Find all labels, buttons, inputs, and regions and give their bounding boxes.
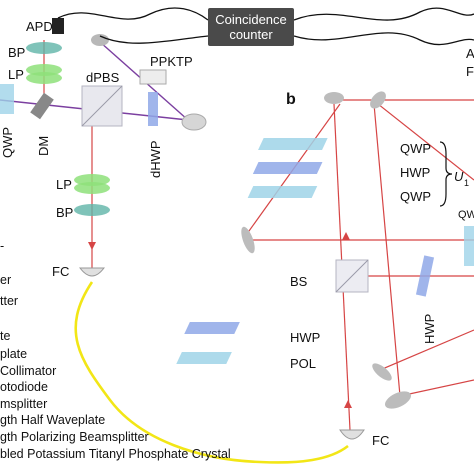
polarizer-plate	[176, 352, 232, 364]
fiber-coupler-left	[78, 267, 106, 277]
lp-top-label: LP	[8, 67, 24, 82]
beamsplitter-diagonal	[335, 259, 369, 293]
beam-arrow-b-2	[344, 400, 352, 408]
mirror-right	[181, 113, 207, 131]
coincidence-counter-box	[208, 8, 294, 46]
hwp-lower-label: HWP	[290, 330, 320, 345]
optical-fiber	[74, 281, 349, 464]
signal-wire-lower	[99, 35, 209, 44]
signal-wire-right-top	[293, 7, 474, 21]
pol-label: POL	[290, 356, 316, 371]
mirror-b-lower-2	[384, 391, 412, 409]
dm-label: DM	[36, 136, 51, 156]
legend-item-0: -	[0, 239, 4, 253]
beam-b-diag-right	[377, 103, 474, 181]
ppktp-label: PPKTP	[150, 54, 193, 69]
hwp1-label: HWP	[400, 165, 430, 180]
bp-bottom-label: BP	[56, 205, 73, 220]
legend-item-1: er	[0, 273, 11, 287]
qwp2-label: QWP	[400, 189, 431, 204]
qwp-left	[0, 84, 14, 114]
mirror-b-lower	[372, 363, 392, 381]
legend-item-4: plate	[0, 347, 27, 361]
fc-right-label: FC	[372, 433, 389, 448]
qwp-edge-label: QW	[458, 209, 474, 221]
fc-left-label: FC	[52, 264, 69, 279]
coincidence-counter-label: Coincidence	[215, 12, 287, 27]
longpass-filter-top-2	[26, 72, 62, 84]
dpbs-label: dPBS	[86, 70, 120, 85]
apd-detector	[52, 18, 64, 34]
legend-item-7: msplitter	[0, 397, 47, 411]
beam-arrow	[88, 242, 96, 250]
right-edge-a: A	[466, 46, 474, 61]
legend-item-6: otodiode	[0, 380, 48, 394]
u1-brace	[439, 141, 453, 207]
fiber-coupler-right	[339, 429, 365, 440]
u1-label: U	[454, 169, 464, 184]
mirror-b-1	[324, 92, 344, 104]
dhwp-label: dHWP	[148, 140, 163, 178]
bandpass-filter-bottom	[74, 204, 110, 216]
beam-b-lower-right-2	[399, 379, 474, 397]
bandpass-filter-top	[26, 42, 62, 54]
mirror-b-left	[241, 226, 255, 254]
dpbs-diagonal	[81, 85, 123, 127]
lp-bottom-label: LP	[56, 177, 72, 192]
panel-b-label: b	[286, 91, 296, 108]
legend-item-5: Collimator	[0, 364, 56, 378]
legend-item-9: gth Polarizing Beamsplitter	[0, 430, 149, 444]
signal-wire-right-bottom	[293, 32, 474, 46]
hwp-rotated-plate	[415, 255, 435, 297]
dhwp-plate	[148, 92, 158, 126]
legend: - er tter te plate Collimator otodiode m…	[0, 239, 231, 461]
u1-subscript: 1	[464, 178, 469, 188]
qwp-edge-plate	[464, 226, 474, 266]
beam-b-vertical-2	[373, 103, 401, 397]
hwp-rotated-label: HWP	[422, 314, 437, 344]
qwp-left-label: QWP	[0, 127, 15, 158]
qwp1-plate	[258, 138, 328, 150]
legend-item-2: tter	[0, 294, 18, 308]
bp-top-label: BP	[8, 45, 25, 60]
qwp2-plate	[247, 186, 318, 198]
dichroic-mirror	[30, 92, 54, 120]
signal-wire-apd	[57, 7, 209, 21]
right-edge-f: F	[466, 64, 474, 79]
longpass-filter-bottom-2	[74, 182, 110, 194]
legend-item-8: gth Half Waveplate	[0, 413, 105, 427]
bs-label: BS	[290, 274, 308, 289]
legend-item-10: bled Potassium Titanyl Phosphate Crystal	[0, 447, 231, 461]
qwp1-label: QWP	[400, 141, 431, 156]
mirror-top	[91, 34, 109, 46]
apd-label: APD	[26, 19, 53, 34]
coincidence-counter-label-2: counter	[229, 27, 273, 42]
beam-b-lower-right	[379, 329, 474, 371]
legend-item-3: te	[0, 329, 10, 343]
hwp-lower-plate	[184, 322, 240, 334]
hwp1-plate	[252, 162, 323, 174]
ppktp-crystal	[139, 69, 167, 85]
mirror-b-2	[370, 91, 386, 109]
beam-arrow-b	[342, 232, 350, 240]
